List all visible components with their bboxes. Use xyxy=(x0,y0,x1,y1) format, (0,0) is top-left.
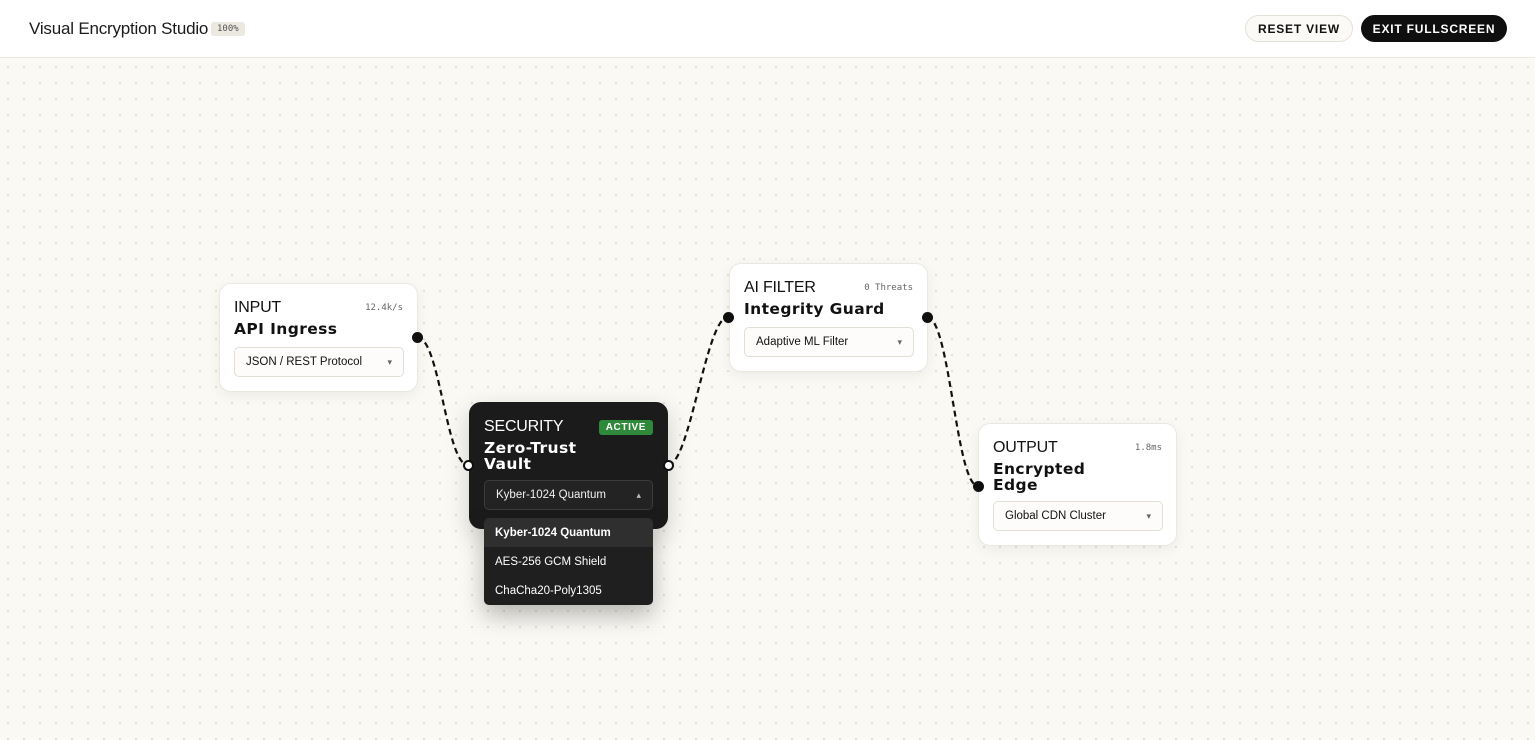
destination-select[interactable]: Global CDN Cluster ▾ xyxy=(993,501,1163,531)
node-title-line: Edge xyxy=(993,476,1038,494)
node-ai-filter[interactable]: AI FILTER 0 Threats Integrity Guard Adap… xyxy=(729,263,928,372)
encryption-select[interactable]: Kyber-1024 Quantum ▴ xyxy=(484,480,653,510)
exit-fullscreen-button[interactable]: EXIT FULLSCREEN xyxy=(1361,15,1507,42)
chevron-down-icon: ▾ xyxy=(1146,510,1151,521)
select-value: Kyber-1024 Quantum xyxy=(496,489,606,501)
ai-filter-input-port[interactable] xyxy=(723,312,734,323)
threats-metric: 0 Threats xyxy=(864,283,913,293)
node-kind-label: OUTPUT xyxy=(993,439,1058,456)
select-value: Adaptive ML Filter xyxy=(756,336,849,348)
dropdown-option[interactable]: ChaCha20-Poly1305 xyxy=(495,584,602,597)
status-badge: ACTIVE xyxy=(598,419,653,435)
output-input-port[interactable] xyxy=(973,481,984,492)
security-output-port[interactable] xyxy=(663,460,674,471)
security-input-port[interactable] xyxy=(463,460,474,471)
node-input[interactable]: INPUT 12.4k/s API Ingress JSON / REST Pr… xyxy=(219,283,418,392)
chevron-down-icon: ▾ xyxy=(897,336,902,347)
node-title: API Ingress xyxy=(234,320,338,338)
node-title: Zero-Trust Vault xyxy=(484,440,653,472)
select-value: JSON / REST Protocol xyxy=(246,356,363,368)
select-value: Global CDN Cluster xyxy=(1005,510,1106,522)
node-title-line: Zero-Trust xyxy=(484,439,577,457)
latency-metric: 1.8ms xyxy=(1134,443,1162,453)
node-title: Encrypted Edge xyxy=(993,461,1162,493)
encryption-dropdown-menu: Kyber-1024 Quantum AES-256 GCM Shield Ch… xyxy=(484,518,653,605)
node-title-line: Vault xyxy=(484,455,532,473)
dropdown-option[interactable]: Kyber-1024 Quantum xyxy=(484,518,653,547)
node-kind-label: AI FILTER xyxy=(744,279,816,296)
throughput-metric: 12.4k/s xyxy=(365,303,403,313)
ai-filter-output-port[interactable] xyxy=(922,312,933,323)
protocol-select[interactable]: JSON / REST Protocol ▾ xyxy=(234,347,404,377)
node-canvas[interactable] xyxy=(0,59,1535,740)
dropdown-option[interactable]: AES-256 GCM Shield xyxy=(495,555,607,568)
node-title: Integrity Guard xyxy=(744,300,885,318)
node-kind-label: SECURITY xyxy=(484,418,564,435)
chevron-up-icon: ▴ xyxy=(636,489,641,500)
app-title: Visual Encryption Studio xyxy=(29,19,209,38)
node-security[interactable]: SECURITY ACTIVE Zero-Trust Vault Kyber-1… xyxy=(469,402,668,529)
top-bar: Visual Encryption Studio 100% RESET VIEW… xyxy=(0,0,1535,58)
input-output-port[interactable] xyxy=(412,332,423,343)
node-title-line: Encrypted xyxy=(993,460,1086,478)
chevron-down-icon: ▾ xyxy=(387,356,392,367)
node-output[interactable]: OUTPUT 1.8ms Encrypted Edge Global CDN C… xyxy=(978,423,1177,546)
zoom-level-badge: 100% xyxy=(211,22,245,36)
node-kind-label: INPUT xyxy=(234,299,282,316)
reset-view-button[interactable]: RESET VIEW xyxy=(1245,15,1353,42)
filter-select[interactable]: Adaptive ML Filter ▾ xyxy=(744,327,914,357)
